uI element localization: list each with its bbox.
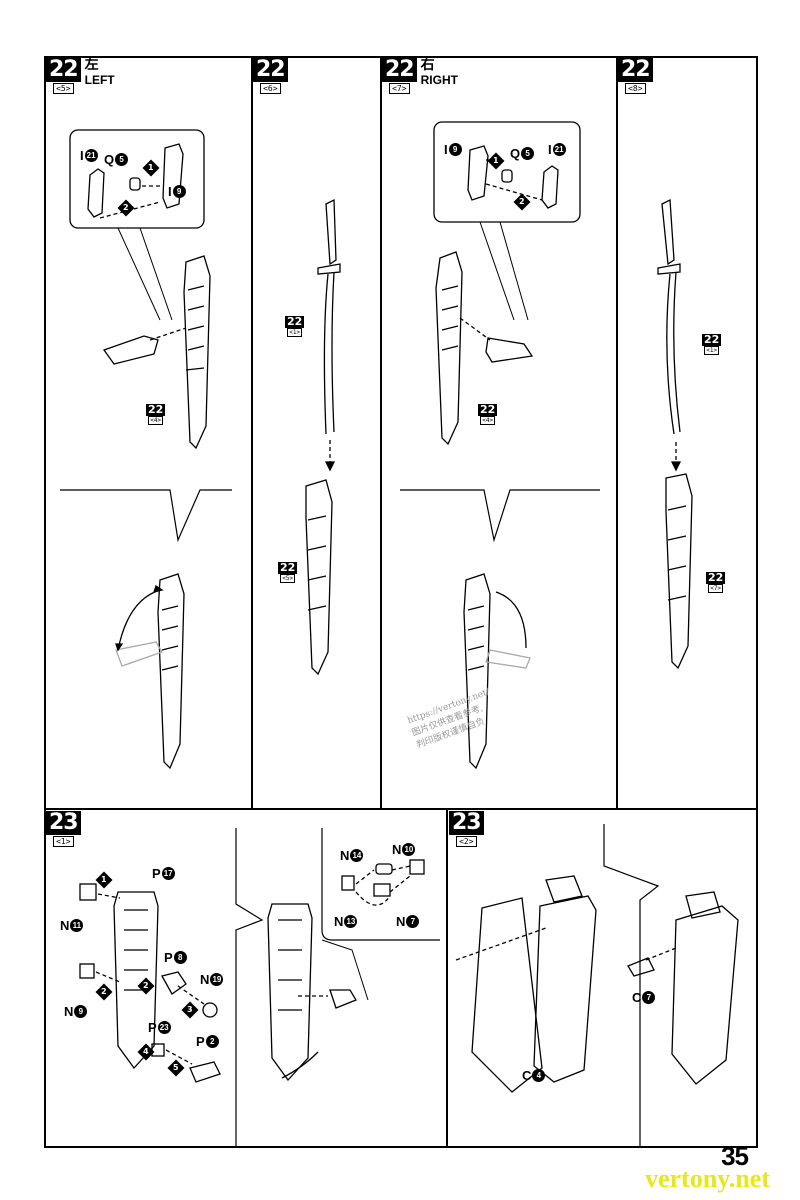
ref-sub: <7> <box>708 584 724 593</box>
ref-number: 22 <box>478 403 498 416</box>
bubble-5 <box>60 489 232 543</box>
step-sub: <5> <box>53 83 74 94</box>
step-23-2: 23<2> <box>449 811 484 847</box>
bubble-23c <box>603 824 660 1146</box>
bubble-23a <box>235 828 264 1146</box>
back-skirt-23b <box>267 903 313 1082</box>
ref-sub: <5> <box>280 574 296 583</box>
skirt-frame-23d <box>671 905 739 1085</box>
ref-22-5: 22<5> <box>278 561 298 583</box>
part-i9-7 <box>467 145 489 201</box>
sheath-6 <box>305 479 333 676</box>
callout-box-7 <box>433 121 581 223</box>
sheath-5b <box>157 573 185 770</box>
step-number: 22 <box>382 58 417 82</box>
page-frame <box>44 56 758 1148</box>
divider-row <box>44 808 758 810</box>
watermark-site: vertony.net <box>645 1164 770 1193</box>
part-i9-shape <box>162 143 184 209</box>
divider-6-7 <box>380 56 382 810</box>
sheath-5 <box>183 255 211 450</box>
step-22-8: 22<8> <box>618 58 653 94</box>
step-sub: <2> <box>456 836 477 847</box>
step-sub: <7> <box>389 83 410 94</box>
skirt-armor-23c <box>471 897 543 1093</box>
step-number: 22 <box>618 58 653 82</box>
step-sub: <6> <box>260 83 281 94</box>
step-sub: <8> <box>625 83 646 94</box>
ref-sub: <1> <box>287 328 303 337</box>
ref-22-7: 22<7> <box>706 571 726 593</box>
katana-blade-8 <box>666 273 675 435</box>
ref-number: 22 <box>706 571 726 584</box>
part-q5-shape <box>129 177 141 191</box>
sheath-7b <box>463 573 491 770</box>
part-n11-shape <box>79 883 97 901</box>
step-23-1: 23<1> <box>46 811 81 847</box>
page-number: 35 <box>721 1141 749 1171</box>
divider-5-6 <box>251 56 253 810</box>
katana-handle-8 <box>661 198 675 266</box>
step-22-6: 22<6> <box>253 58 288 94</box>
ref-number: 22 <box>285 315 305 328</box>
step-title-jp: 左 <box>84 57 99 73</box>
ref-22-1-b: 22<1> <box>702 333 722 355</box>
bubble-7 <box>400 489 600 543</box>
step-number: 22 <box>46 58 81 82</box>
step-number: 23 <box>46 811 81 835</box>
part-i21-shape <box>87 168 105 218</box>
ref-22-1-a: 22<1> <box>285 315 305 337</box>
ref-22-4-b: 22<4> <box>478 403 498 425</box>
ref-sub: <4> <box>480 416 496 425</box>
katana-handle-6 <box>325 198 337 266</box>
divider-7-8 <box>616 56 618 810</box>
step-title-en: RIGHT <box>420 73 458 87</box>
step-number: 22 <box>253 58 288 82</box>
divider-23 <box>446 808 448 1148</box>
ref-number: 22 <box>146 403 166 416</box>
mount-7 <box>485 337 534 363</box>
ref-number: 22 <box>278 561 298 574</box>
step-title-en: LEFT <box>84 73 115 87</box>
callout-pointer-5 <box>117 227 173 321</box>
sheath-8 <box>665 473 693 670</box>
mount-5 <box>102 335 159 365</box>
ref-sub: <1> <box>704 346 720 355</box>
step-number: 23 <box>449 811 484 835</box>
ref-sub: <4> <box>148 416 164 425</box>
sheath-7 <box>435 251 463 446</box>
callout-box-23 <box>321 828 440 941</box>
skirt-frame-23c <box>533 895 597 1083</box>
ref-number: 22 <box>702 333 722 346</box>
callout-box-5 <box>69 129 205 229</box>
step-title-jp: 右 <box>420 57 435 73</box>
step-sub: <1> <box>53 836 74 847</box>
ref-22-4-a: 22<4> <box>146 403 166 425</box>
katana-blade-6 <box>323 273 329 435</box>
callout-pointer-7 <box>479 221 529 321</box>
back-skirt-23a <box>113 891 159 1070</box>
